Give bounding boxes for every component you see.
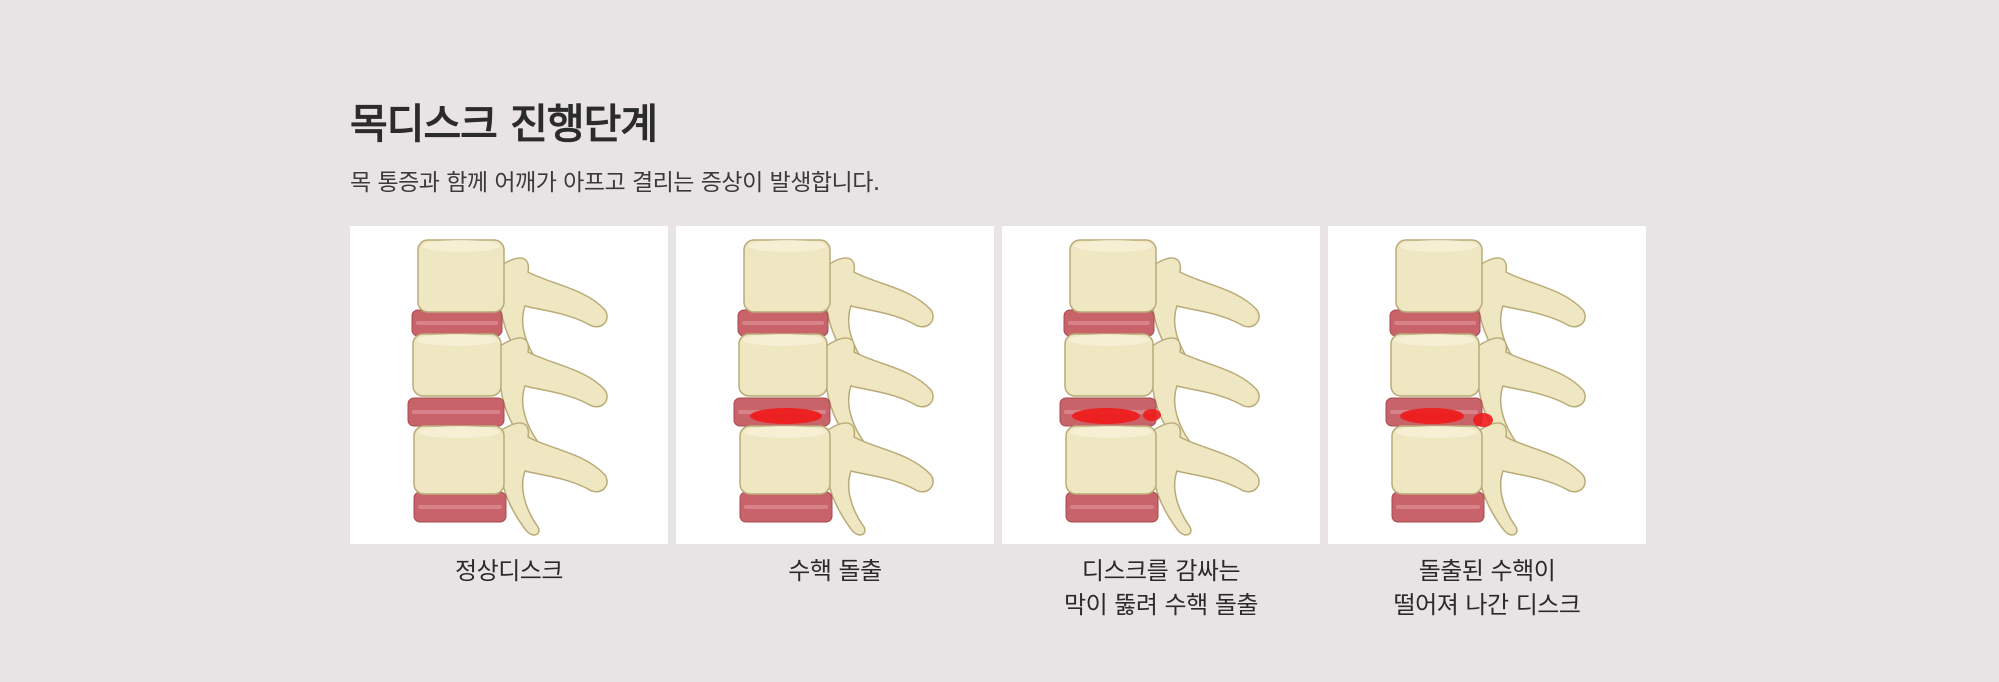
disc-highlight [418, 505, 502, 509]
vertebra-top-highlight [1070, 426, 1152, 438]
stage-image-panel [1328, 226, 1646, 544]
herniation-mark [1400, 408, 1464, 424]
stage-caption-line: 돌출된 수핵이 [1418, 557, 1556, 585]
vertebra-top-highlight [422, 240, 500, 252]
spine-sequestered-disc-illustration [1385, 239, 1586, 536]
disc-highlight [1396, 505, 1480, 509]
spine-annulus-rupture-illustration [1059, 239, 1260, 536]
disc-highlight [1068, 321, 1150, 325]
herniation-mark [1072, 408, 1140, 424]
disc-highlight [744, 505, 828, 509]
stage-caption-line: 떨어져 나간 디스크 [1393, 591, 1581, 619]
stage-card-normal: 정상디스크 [350, 226, 668, 588]
stage-image-panel [1002, 226, 1320, 544]
vertebra-top-highlight [1396, 426, 1478, 438]
disc-highlight [1070, 505, 1154, 509]
disc-highlight [742, 321, 824, 325]
vertebra-top-highlight [417, 334, 497, 346]
vertebra-top-highlight [1400, 240, 1478, 252]
herniation-fragment [1473, 413, 1493, 427]
stage-caption: 디스크를 감싸는 막이 뚫려 수핵 돌출 [1002, 554, 1320, 622]
vertebra-process-shape [1151, 422, 1260, 536]
disc-highlight [412, 410, 500, 414]
stage-card-rupture: 디스크를 감싸는 막이 뚫려 수핵 돌출 [1002, 226, 1320, 622]
stage-caption-line: 막이 뚫려 수핵 돌출 [1063, 591, 1259, 619]
stage-card-protrusion: 수핵 돌출 [676, 226, 994, 588]
vertebra-process-shape [1477, 422, 1586, 536]
vertebra-top-highlight [744, 426, 826, 438]
vertebra-process-shape [825, 422, 934, 536]
herniation-mark [1143, 409, 1161, 421]
disc-highlight [1394, 321, 1476, 325]
spine-nucleus-protrusion-illustration [733, 239, 934, 536]
vertebra-top-highlight [748, 240, 826, 252]
herniation-mark [750, 408, 822, 424]
stage-caption-line: 정상디스크 [455, 557, 563, 585]
spine-normal-illustration [407, 239, 608, 536]
vertebra-top-highlight [1074, 240, 1152, 252]
stage-caption-line: 수핵 돌출 [788, 557, 882, 585]
stage-image-panel [676, 226, 994, 544]
stage-card-list: 정상디스크 수핵 돌출 디스크 [350, 226, 1650, 619]
stage-caption-line: 디스크를 감싸는 [1081, 557, 1241, 585]
vertebra-top-highlight [743, 334, 823, 346]
vertebra-top-highlight [1069, 334, 1149, 346]
stage-image-panel [350, 226, 668, 544]
page-title: 목디스크 진행단계 [350, 100, 658, 148]
stage-caption: 정상디스크 [350, 554, 668, 588]
stage-caption: 수핵 돌출 [676, 554, 994, 588]
page-subtitle: 목 통증과 함께 어깨가 아프고 결리는 증상이 발생합니다. [350, 170, 880, 196]
stage-caption: 돌출된 수핵이 떨어져 나간 디스크 [1328, 554, 1646, 622]
vertebra-top-highlight [418, 426, 500, 438]
vertebra-process-shape [499, 422, 608, 536]
disc-highlight [416, 321, 498, 325]
vertebra-top-highlight [1395, 334, 1475, 346]
stage-card-sequestration: 돌출된 수핵이 떨어져 나간 디스크 [1328, 226, 1646, 622]
